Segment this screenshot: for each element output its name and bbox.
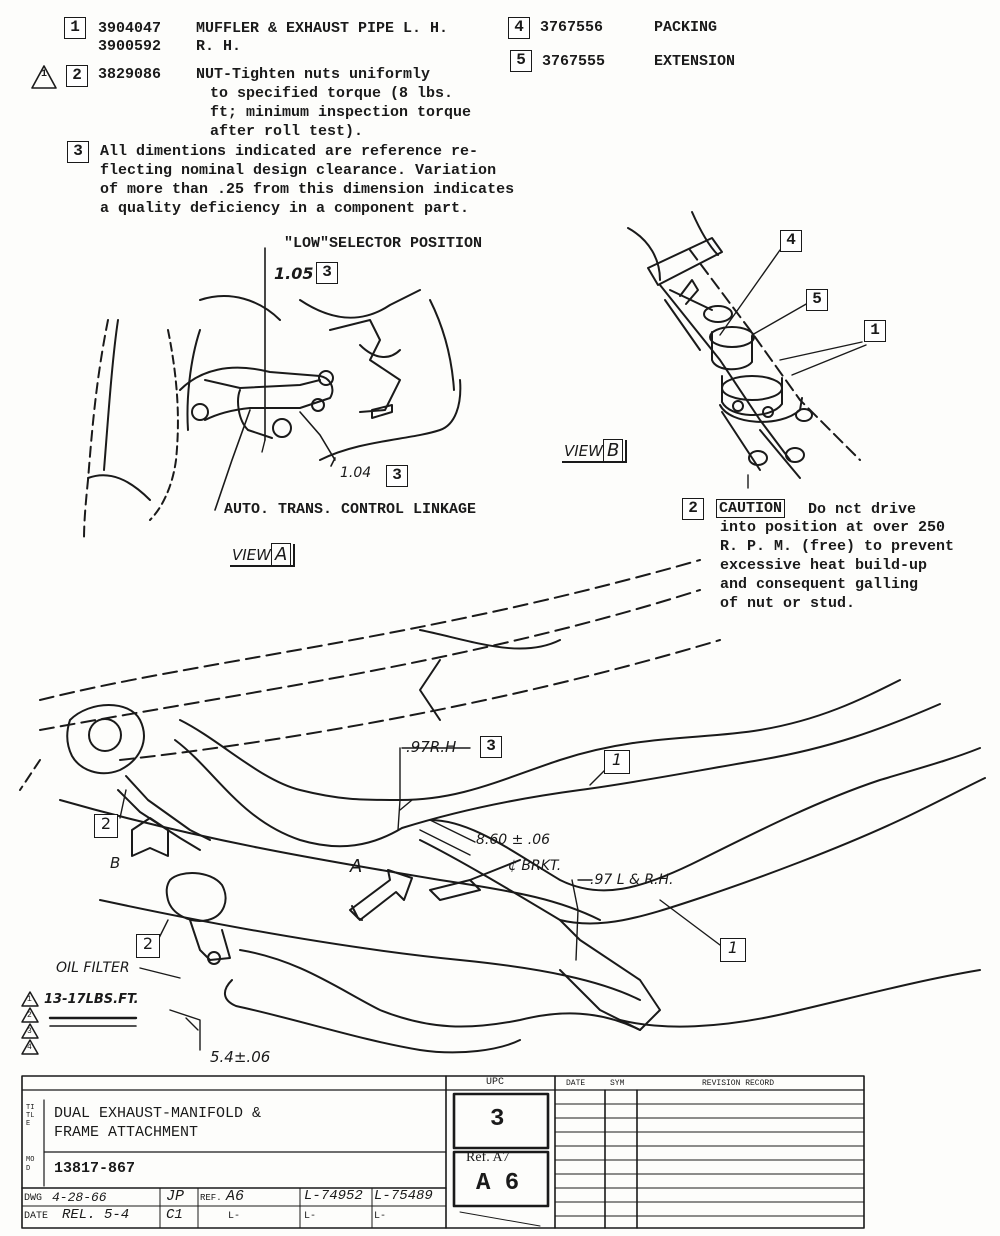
revision-record-header: REVISION RECORD bbox=[702, 1079, 775, 1088]
title-block-grid bbox=[21, 1075, 865, 1229]
part-code-5: 3767555 bbox=[542, 53, 606, 70]
low-selector-label: "LOW"SELECTOR POSITION bbox=[284, 235, 483, 252]
part-desc-2-line3: ft; minimum inspection torque bbox=[210, 104, 472, 121]
note3-line1: All dimentions indicated are reference r… bbox=[100, 143, 479, 160]
part-desc-1b: R. H. bbox=[196, 38, 242, 55]
main-callout-2-upper: 2 bbox=[94, 814, 118, 838]
main-callout-1-lower: 1 bbox=[720, 938, 746, 962]
caution-line5: and consequent galling bbox=[720, 576, 919, 593]
part-num-box-5: 5 bbox=[510, 50, 532, 72]
ref-value: A 6 bbox=[476, 1170, 520, 1197]
dim-5-4: 5.4±.06 bbox=[210, 1048, 271, 1066]
l-number-1: L-74952 bbox=[304, 1188, 363, 1204]
view-b-letter: B bbox=[603, 439, 624, 462]
part-code-2: 3829086 bbox=[98, 66, 162, 83]
title-line2: FRAME ATTACHMENT bbox=[54, 1124, 199, 1141]
part-num-box-4: 4 bbox=[508, 17, 530, 39]
mod-tag: MOD bbox=[26, 1156, 35, 1173]
note-num-box-3: 3 bbox=[67, 141, 89, 163]
upc-header: UPC bbox=[486, 1077, 505, 1088]
caution-line6: of nut or stud. bbox=[720, 595, 856, 612]
dim-1-05: 1.05 bbox=[274, 264, 314, 283]
torque-tri-4: 4 bbox=[27, 1043, 32, 1052]
warning-triangle-number: 1 bbox=[41, 69, 48, 80]
l-blank-1: L- bbox=[228, 1211, 241, 1222]
part-desc-5: EXTENSION bbox=[654, 53, 736, 70]
l-number-2: L-75489 bbox=[374, 1188, 433, 1204]
note3-line4: a quality deficiency in a component part… bbox=[100, 200, 470, 217]
arrow-a-letter: A bbox=[350, 856, 363, 877]
view-a-linkage-sketch bbox=[83, 247, 462, 541]
dim-97-rh-ref-box: 3 bbox=[480, 736, 502, 758]
view-b-stud-assembly bbox=[627, 211, 867, 479]
warning-triangle-icon bbox=[31, 65, 57, 89]
caution-line4: excessive heat build-up bbox=[720, 557, 928, 574]
torque-triangle-marks bbox=[21, 991, 39, 1055]
caution-word: CAUTION bbox=[716, 499, 786, 518]
part-desc-2-line1: NUT-Tighten nuts uniformly bbox=[196, 66, 431, 83]
part-num-box-1: 1 bbox=[64, 17, 86, 39]
title-tag: TITLE bbox=[26, 1104, 35, 1128]
main-frame-sketch bbox=[19, 559, 986, 1054]
main-callout-2-lower: 2 bbox=[136, 934, 160, 958]
dim-97-rh: .97R.H bbox=[406, 738, 457, 756]
part-desc-2-line2: to specified torque (8 lbs. bbox=[210, 85, 454, 102]
part-desc-4: PACKING bbox=[654, 19, 718, 36]
caution-line3: R. P. M. (free) to prevent bbox=[720, 538, 955, 555]
ref-field-value: A6 bbox=[226, 1188, 245, 1205]
part-desc-2-line4: after roll test). bbox=[210, 123, 364, 140]
dim-1-04: 1.04 bbox=[340, 465, 372, 481]
view-b-callout-5: 5 bbox=[806, 289, 828, 311]
arrow-b-letter: B bbox=[110, 854, 121, 872]
view-a-letter: A bbox=[271, 543, 292, 566]
dwg-label: DWG bbox=[24, 1193, 43, 1204]
part-num-box-2: 2 bbox=[66, 65, 88, 87]
dwg-by: JP bbox=[166, 1188, 185, 1205]
bracket-centerline-label: ¢ BRKT. bbox=[508, 858, 562, 874]
ref-label: Ref. A7 bbox=[466, 1150, 510, 1165]
main-callout-1-upper: 1 bbox=[604, 750, 630, 774]
view-b-callout-4: 4 bbox=[780, 230, 802, 252]
l-blank-3: L- bbox=[374, 1211, 387, 1222]
date-header: DATE bbox=[566, 1079, 586, 1088]
oil-filter-label: OIL FILTER bbox=[56, 960, 130, 976]
dim-8-60: 8.60 ± .06 bbox=[476, 832, 551, 848]
part-code-1b: 3900592 bbox=[98, 38, 162, 55]
part-code-1: 3904047 bbox=[98, 20, 162, 37]
view-a-word: VIEW bbox=[232, 546, 271, 564]
caution-line1: Do nct drive bbox=[808, 501, 917, 518]
dim-1-04-ref-box: 3 bbox=[386, 465, 408, 487]
caution-line2: into position at over 250 bbox=[720, 519, 946, 536]
caution-num-box: 2 bbox=[682, 498, 704, 520]
torque-tri-1: 1 bbox=[27, 995, 32, 1004]
view-b-callout-1: 1 bbox=[864, 320, 886, 342]
view-b-word: VIEW bbox=[564, 442, 603, 460]
date-by: C1 bbox=[166, 1207, 183, 1223]
auto-trans-linkage-label: AUTO. TRANS. CONTROL LINKAGE bbox=[224, 501, 477, 518]
mod-value: 13817-867 bbox=[54, 1160, 136, 1177]
dwg-date: 4-28-66 bbox=[52, 1190, 107, 1205]
torque-tri-3: 3 bbox=[27, 1027, 32, 1036]
torque-tri-2: 2 bbox=[27, 1011, 32, 1020]
date-value: REL. 5-4 bbox=[62, 1207, 130, 1223]
upc-value: 3 bbox=[490, 1106, 505, 1133]
ref-field-label: REF. bbox=[200, 1193, 222, 1203]
note3-line2: flecting nominal design clearance. Varia… bbox=[100, 162, 497, 179]
part-desc-1: MUFFLER & EXHAUST PIPE L. H. bbox=[196, 20, 449, 37]
part-code-4: 3767556 bbox=[540, 19, 604, 36]
note3-line3: of more than .25 from this dimension ind… bbox=[100, 181, 515, 198]
sym-header: SYM bbox=[610, 1079, 625, 1088]
l-blank-2: L- bbox=[304, 1211, 317, 1222]
title-line1: DUAL EXHAUST-MANIFOLD & bbox=[54, 1105, 262, 1122]
dim-1-05-ref-box: 3 bbox=[316, 262, 338, 284]
date-label: DATE bbox=[24, 1211, 49, 1222]
torque-spec-label: 13-17LBS.FT. bbox=[44, 992, 139, 1007]
dim-97-l-and-rh: .97 L & R.H. bbox=[590, 872, 674, 888]
